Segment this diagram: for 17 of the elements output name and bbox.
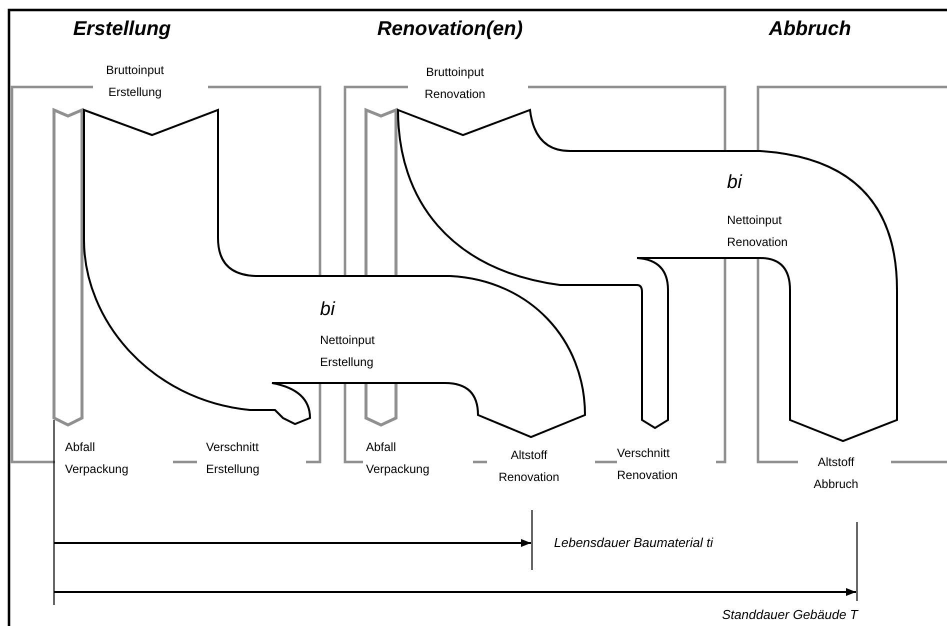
- dimension-label: Standdauer Gebäude T: [722, 606, 860, 624]
- flow-label: Verschnitt Renovation: [617, 445, 679, 484]
- flow-label: Nettoinput Erstellung: [320, 332, 376, 371]
- flow-label: Abfall Verpackung: [366, 439, 430, 478]
- phase-heading: Renovation(en): [376, 17, 524, 42]
- flow-label: Altstoff Renovation: [498, 447, 560, 486]
- dimension-label: Lebensdauer Baumaterial ti: [554, 534, 714, 552]
- phase-heading: Abbruch: [768, 17, 852, 42]
- flow-label: Abfall Verpackung: [65, 439, 130, 478]
- phase-heading: Erstellung: [72, 17, 172, 42]
- flow-label: Verschnitt Erstellung: [206, 439, 260, 478]
- flow-label: Nettoinput Renovation: [727, 212, 789, 251]
- flow-label: Bruttoinput Renovation: [424, 64, 486, 103]
- symbol-label: bi: [320, 298, 336, 322]
- flow-label: Altstoff Abbruch: [812, 454, 860, 493]
- flow-label: Bruttoinput Erstellung: [104, 62, 166, 101]
- symbol-label: bi: [727, 171, 744, 195]
